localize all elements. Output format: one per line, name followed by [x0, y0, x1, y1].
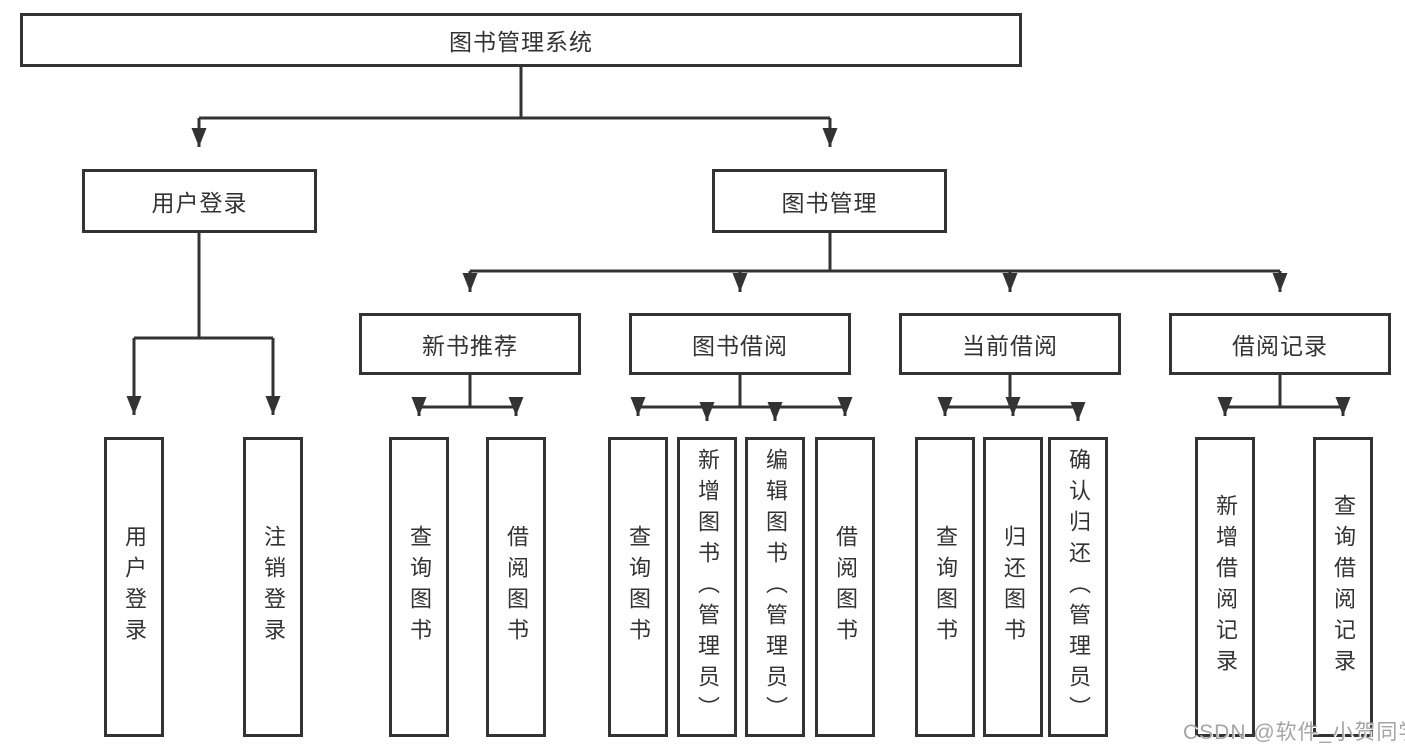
- leaf-logout: 注销登录: [243, 437, 303, 737]
- node-borrowing-records: 借阅记录: [1169, 313, 1391, 375]
- leaf-label: 归还图书: [1001, 525, 1026, 649]
- connector-current-to-leaves: [937, 374, 1086, 421]
- leaf-user-login: 用户登录: [104, 437, 164, 737]
- node-book-borrowing: 图书借阅: [629, 313, 851, 375]
- leaf-label: 查询图书: [626, 525, 651, 649]
- leaf-borrow-books-recommend: 借阅图书: [486, 437, 546, 737]
- leaf-edit-books-admin: 编辑图书（管理员）: [745, 437, 805, 737]
- leaf-borrow-books: 借阅图书: [815, 437, 875, 737]
- leaf-query-books-recommend: 查询图书: [389, 437, 449, 737]
- connector-records-to-leaves: [1217, 374, 1351, 416]
- node-label: 用户登录: [151, 190, 248, 216]
- leaf-label: 用户登录: [122, 525, 147, 649]
- connector-user-login-to-leaves: [126, 232, 281, 415]
- node-book-management: 图书管理: [712, 169, 947, 233]
- leaf-label: 借阅图书: [833, 525, 858, 649]
- leaf-return-books: 归还图书: [983, 437, 1043, 737]
- leaf-query-borrow-record: 查询借阅记录: [1313, 437, 1373, 737]
- leaf-add-borrow-record: 新增借阅记录: [1195, 437, 1255, 737]
- node-label: 借阅记录: [1232, 333, 1328, 359]
- leaf-add-books-admin: 新增图书（管理员）: [677, 437, 737, 737]
- node-label: 新书推荐: [422, 333, 518, 359]
- leaf-label: 查询图书: [407, 525, 432, 649]
- connector-book-mgmt-to-level3: [462, 232, 1288, 292]
- node-library-management-system: 图书管理系统: [20, 13, 1022, 67]
- leaf-label: 编辑图书（管理员）: [763, 447, 788, 727]
- leaf-query-books-borrowing: 查询图书: [608, 437, 668, 737]
- leaf-confirm-return-admin: 确认归还（管理员）: [1048, 437, 1108, 737]
- connector-borrowing-to-leaves: [630, 374, 853, 421]
- leaf-label: 新增借阅记录: [1213, 494, 1238, 680]
- leaf-label: 注销登录: [261, 525, 286, 649]
- node-user-login: 用户登录: [82, 169, 317, 233]
- node-label: 当前借阅: [962, 333, 1058, 359]
- leaf-query-books-current: 查询图书: [915, 437, 975, 737]
- connector-new-books-to-leaves: [411, 374, 524, 416]
- leaf-label: 借阅图书: [504, 525, 529, 649]
- leaf-label: 查询图书: [933, 525, 958, 649]
- node-new-book-recommendation: 新书推荐: [359, 313, 581, 375]
- node-label: 图书管理系统: [449, 29, 593, 55]
- node-label: 图书借阅: [692, 333, 788, 359]
- leaf-label: 确认归还（管理员）: [1066, 447, 1091, 727]
- connector-root-to-level2: [191, 66, 838, 147]
- leaf-label: 查询借阅记录: [1331, 494, 1356, 680]
- leaf-label: 新增图书（管理员）: [695, 447, 720, 727]
- node-label: 图书管理: [781, 190, 878, 216]
- node-current-borrowing: 当前借阅: [899, 313, 1121, 375]
- csdn-watermark: CSDN @软件_小贺同学: [1183, 721, 1405, 744]
